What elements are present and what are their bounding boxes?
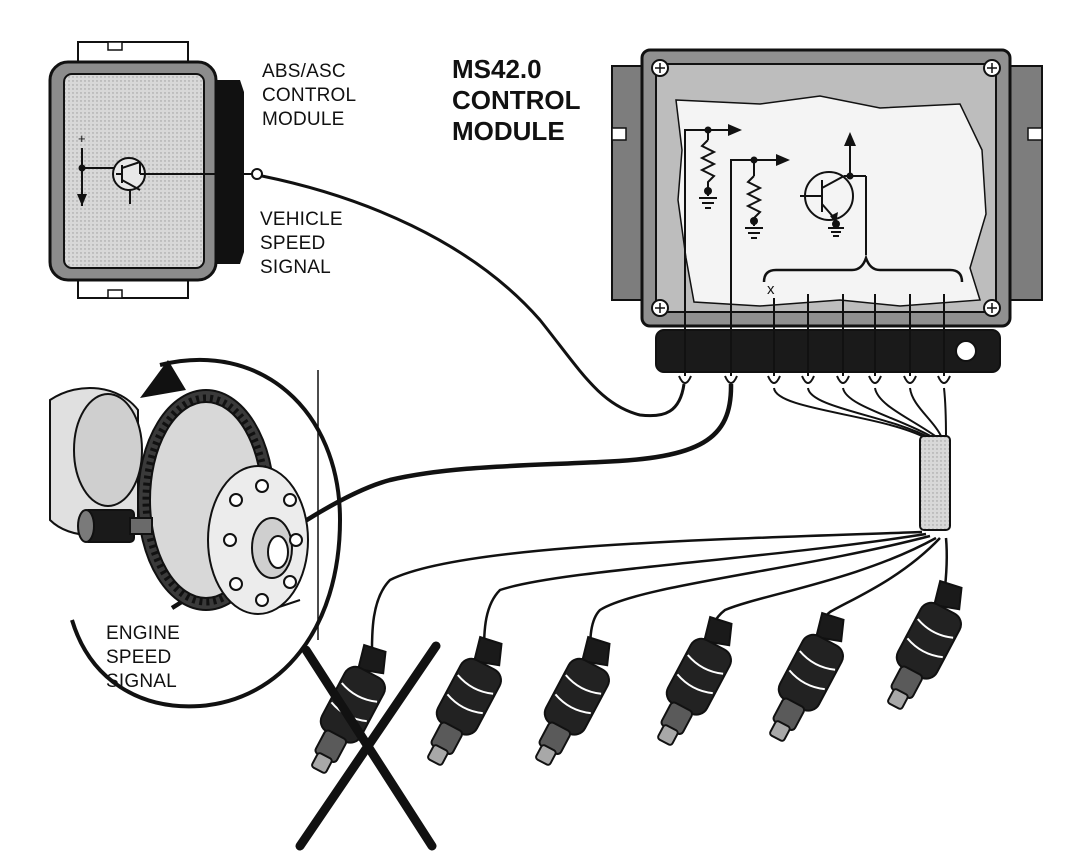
disabled-output-mark: x [767, 281, 775, 298]
fuel-injector-2 [427, 635, 503, 766]
injector-wire-harness [773, 387, 947, 439]
crankshaft-sensor [77, 509, 153, 543]
fuel-injector-4 [657, 615, 733, 746]
ecm-label-line-1: MS42.0 [452, 54, 542, 84]
magnifier-arrow [140, 360, 186, 398]
vehicle-speed-wire [261, 174, 686, 418]
abs-plus-sign: + [78, 131, 86, 146]
abs-asc-module: + [48, 41, 263, 299]
abs-output-pin [251, 168, 263, 180]
ecm-label: MS42.0 CONTROL MODULE [452, 54, 581, 147]
ecm-output-pins [773, 294, 945, 380]
abs-module-label-line-1: ABS/ASC [262, 61, 346, 82]
abs-node-dot [78, 164, 86, 172]
vehicle-speed-label: VEHICLE SPEED SIGNAL [260, 208, 343, 280]
engine-speed-label-line-1: ENGINE [106, 623, 181, 644]
abs-module-label-line-2: CONTROL [262, 85, 357, 106]
abs-module-label-line-3: MODULE [262, 109, 345, 130]
harness-fanout-wires [370, 530, 949, 661]
harness-sleeve [919, 435, 951, 531]
crankshaft-magnifier [49, 358, 343, 709]
engine-speed-label: ENGINE SPEED SIGNAL [106, 622, 180, 694]
vehicle-speed-label-line-2: SPEED [260, 233, 326, 254]
crankshaft-drawing [49, 387, 309, 615]
disabled-injector-cross [295, 641, 441, 851]
fuel-injector-3 [535, 635, 611, 766]
abs-down-arrow [77, 194, 87, 206]
abs-module-label: ABS/ASC CONTROL MODULE [262, 60, 356, 132]
vehicle-speed-label-line-1: VEHICLE [260, 209, 343, 230]
fuel-injector-6 [887, 579, 963, 710]
ecm-connector-strip [655, 329, 1001, 373]
fuel-injectors [311, 579, 963, 774]
ecm-output-brace [762, 254, 964, 283]
magnifier-outline [70, 358, 343, 709]
engine-speed-label-line-3: SIGNAL [106, 671, 177, 692]
engine-speed-label-line-2: SPEED [106, 647, 172, 668]
abs-connector-block [214, 80, 244, 264]
ecm-connector-bolt [955, 340, 977, 362]
vehicle-speed-label-line-3: SIGNAL [260, 257, 331, 278]
fuel-injector-5 [769, 611, 845, 742]
abs-speed-transistor [81, 148, 256, 206]
fuel-injector-1 [311, 643, 387, 774]
ms42-control-module: x [611, 48, 1043, 384]
ecm-label-line-2: CONTROL [452, 85, 581, 115]
ecm-input-circuits [684, 129, 780, 380]
ecm-label-line-3: MODULE [452, 116, 565, 146]
